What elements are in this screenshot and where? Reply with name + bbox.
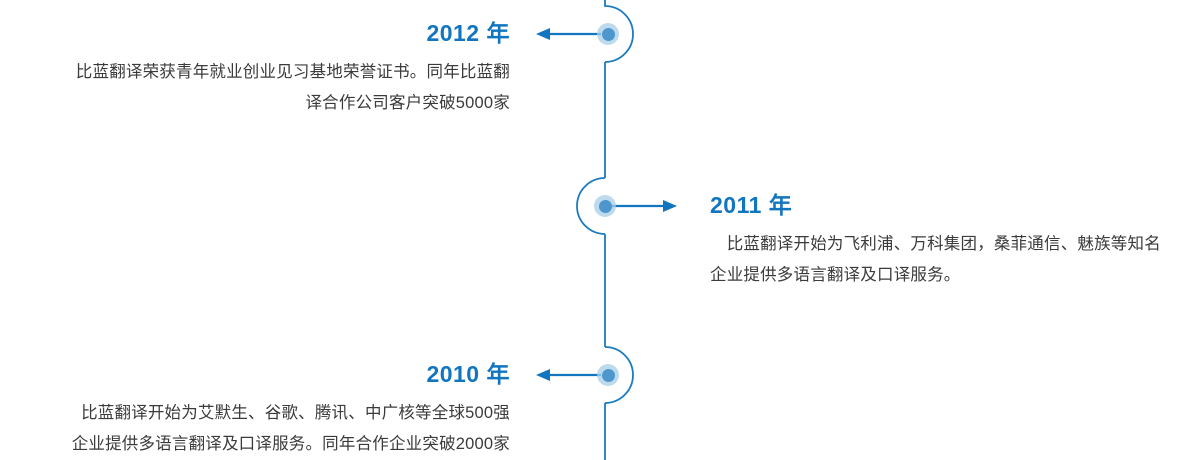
entry-line: 企业提供多语言翻译及口译服务。同年合作企业突破2000家 xyxy=(71,435,510,453)
entry-body-2011: 比蓝翻译开始为飞利浦、万科集团，桑菲通信、魅族等知名 企业提供多语言翻译及口译服… xyxy=(710,229,1200,291)
timeline-node-2012[interactable] xyxy=(597,23,619,45)
entry-line: 比蓝翻译荣获青年就业创业见习基地荣誉证书。同年比蓝翻 xyxy=(75,63,510,81)
timeline-node-2011[interactable] xyxy=(594,195,616,217)
year-label-2012: 2012 年 xyxy=(426,20,510,46)
arrow-left-icon-2012 xyxy=(536,28,601,40)
entry-body-2010: 比蓝翻译开始为艾默生、谷歌、腾讯、中广核等全球500强 企业提供多语言翻译及口译… xyxy=(0,398,510,460)
entry-line: 比蓝翻译开始为飞利浦、万科集团，桑菲通信、魅族等知名 xyxy=(710,235,1161,253)
arrow-left-icon-2010 xyxy=(536,369,601,381)
year-label-2010: 2010 年 xyxy=(426,361,510,387)
entry-line: 企业提供多语言翻译及口译服务。 xyxy=(710,266,961,284)
entry-body-2012: 比蓝翻译荣获青年就业创业见习基地荣誉证书。同年比蓝翻 译合作公司客户突破5000… xyxy=(0,57,510,119)
timeline-node-2010[interactable] xyxy=(597,364,619,386)
entry-line: 比蓝翻译开始为艾默生、谷歌、腾讯、中广核等全球500强 xyxy=(81,404,510,422)
entry-line: 译合作公司客户突破5000家 xyxy=(305,94,510,112)
arrow-right-icon-2011 xyxy=(612,200,677,212)
year-label-2011: 2011 年 xyxy=(710,192,793,218)
